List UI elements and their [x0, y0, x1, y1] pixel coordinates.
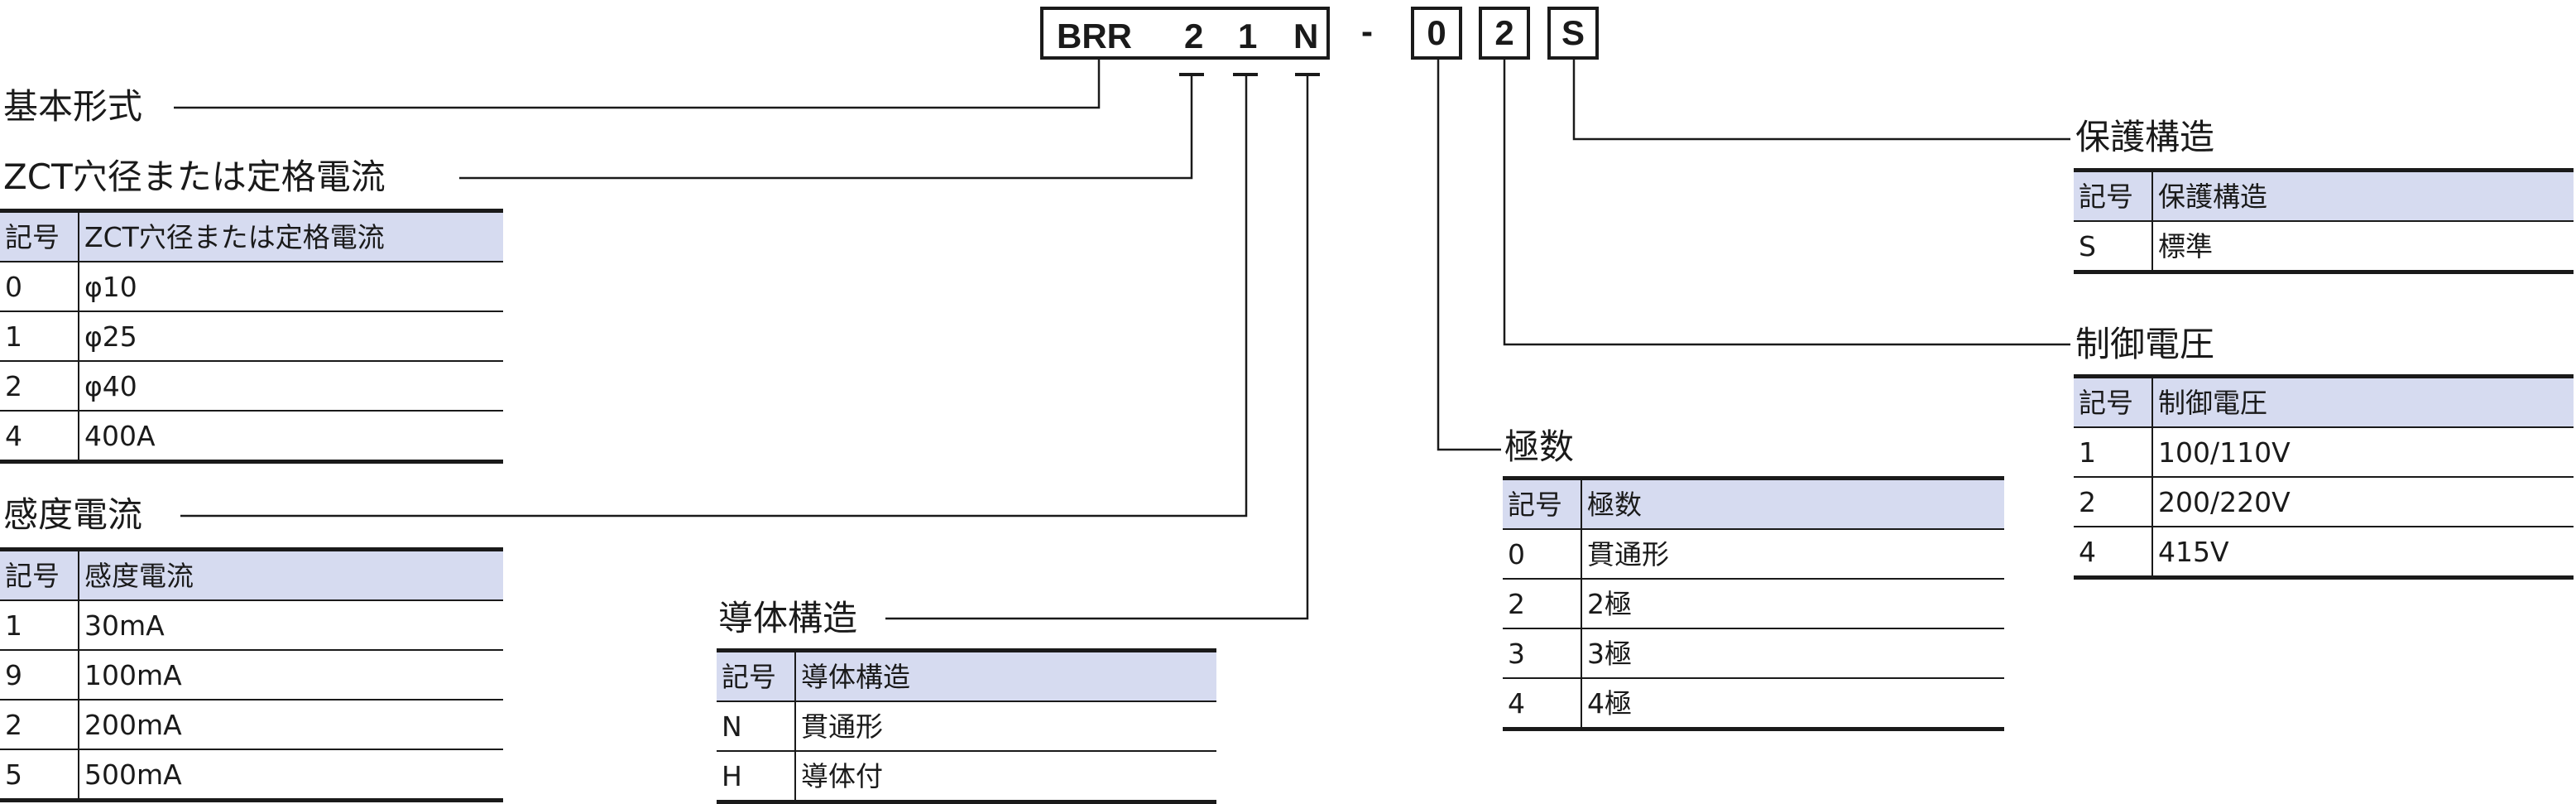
- code-hyphen: -: [1361, 12, 1373, 51]
- table-cell: 200mA: [79, 700, 503, 750]
- table-cell: 1: [2074, 427, 2153, 478]
- table-cell: φ10: [79, 262, 503, 312]
- table-header-cell: 保護構造: [2152, 170, 2574, 222]
- table-header-cell: 記号: [0, 549, 79, 601]
- table-cell: 100/110V: [2152, 427, 2574, 478]
- table-cell: 3極: [1581, 628, 2004, 679]
- table-cell: 9: [0, 650, 79, 700]
- table-cell: 100mA: [79, 650, 503, 700]
- code-protection-box: S: [1547, 7, 1599, 60]
- table-cell: 0: [1503, 529, 1582, 580]
- table-header-row: 記号 感度電流: [0, 549, 503, 601]
- table-header-row: 記号 保護構造: [2074, 170, 2574, 222]
- table-cell: 2極: [1581, 579, 2004, 629]
- table-header-row: 記号 制御電圧: [2074, 376, 2574, 428]
- table-cell: 30mA: [79, 600, 503, 651]
- table-header-row: 記号 導体構造: [717, 650, 1216, 702]
- table-cell: 1: [0, 311, 79, 362]
- code-poles-box: 0: [1411, 7, 1462, 60]
- table-cell: 貫通形: [795, 701, 1216, 752]
- table-header-cell: 記号: [0, 210, 79, 262]
- table-cell: 4: [0, 411, 79, 464]
- table-cell: 標準: [2152, 221, 2574, 274]
- sensitivity-heading: 感度電流: [3, 494, 143, 535]
- table-cell: 4極: [1581, 678, 2004, 731]
- table-header-cell: 記号: [717, 650, 796, 702]
- voltage-heading: 制御電圧: [2075, 324, 2215, 364]
- table-header-row: 記号 ZCT穴径または定格電流: [0, 210, 503, 262]
- table-cell: 0: [0, 262, 79, 312]
- table-cell: 4: [1503, 678, 1582, 731]
- code-voltage-box: 2: [1479, 7, 1530, 60]
- table-cell: 2: [0, 361, 79, 412]
- table-header-cell: 制御電圧: [2152, 376, 2574, 428]
- conductor-heading: 導体構造: [718, 598, 858, 638]
- table-cell: 1: [0, 600, 79, 651]
- table-header-cell: 記号: [2074, 376, 2153, 428]
- table-cell: 415V: [2152, 527, 2574, 580]
- table-header-row: 記号 極数: [1503, 478, 2004, 530]
- table-cell: φ25: [79, 311, 503, 362]
- poles-heading: 極数: [1504, 426, 1575, 467]
- table-cell: 500mA: [79, 749, 503, 802]
- protection-heading: 保護構造: [2075, 117, 2215, 157]
- code-voltage: 2: [1494, 13, 1514, 52]
- table-cell: 4: [2074, 527, 2153, 580]
- table-cell: 導体付: [795, 751, 1216, 804]
- code-zct: 2: [1184, 17, 1204, 55]
- code-protection: S: [1561, 13, 1585, 52]
- table-cell: 貫通形: [1581, 529, 2004, 580]
- table-header-cell: 記号: [1503, 478, 1582, 530]
- table-cell: N: [717, 701, 796, 752]
- code-sensitivity: 1: [1238, 17, 1258, 55]
- table-header-cell: 極数: [1581, 478, 2004, 530]
- table-header-cell: ZCT穴径または定格電流: [79, 210, 503, 262]
- table-header-cell: 記号: [2074, 170, 2153, 222]
- basic-type-heading: 基本形式: [3, 86, 143, 127]
- table-cell: 2: [2074, 477, 2153, 527]
- table-header-cell: 感度電流: [79, 549, 503, 601]
- table-cell: 2: [1503, 579, 1582, 629]
- zct-heading: ZCT穴径または定格電流: [3, 156, 386, 197]
- code-series: BRR: [1057, 17, 1132, 55]
- code-conductor: N: [1293, 17, 1319, 55]
- table-cell: 200/220V: [2152, 477, 2574, 527]
- table-cell: S: [2074, 221, 2153, 274]
- code-poles: 0: [1427, 13, 1446, 52]
- table-cell: 2: [0, 700, 79, 750]
- model-code-main: BRR 2 1 N: [1040, 7, 1330, 60]
- table-header-cell: 導体構造: [795, 650, 1216, 702]
- table-cell: 5: [0, 749, 79, 802]
- table-cell: φ40: [79, 361, 503, 412]
- table-cell: H: [717, 751, 796, 804]
- table-cell: 400A: [79, 411, 503, 464]
- table-cell: 3: [1503, 628, 1582, 679]
